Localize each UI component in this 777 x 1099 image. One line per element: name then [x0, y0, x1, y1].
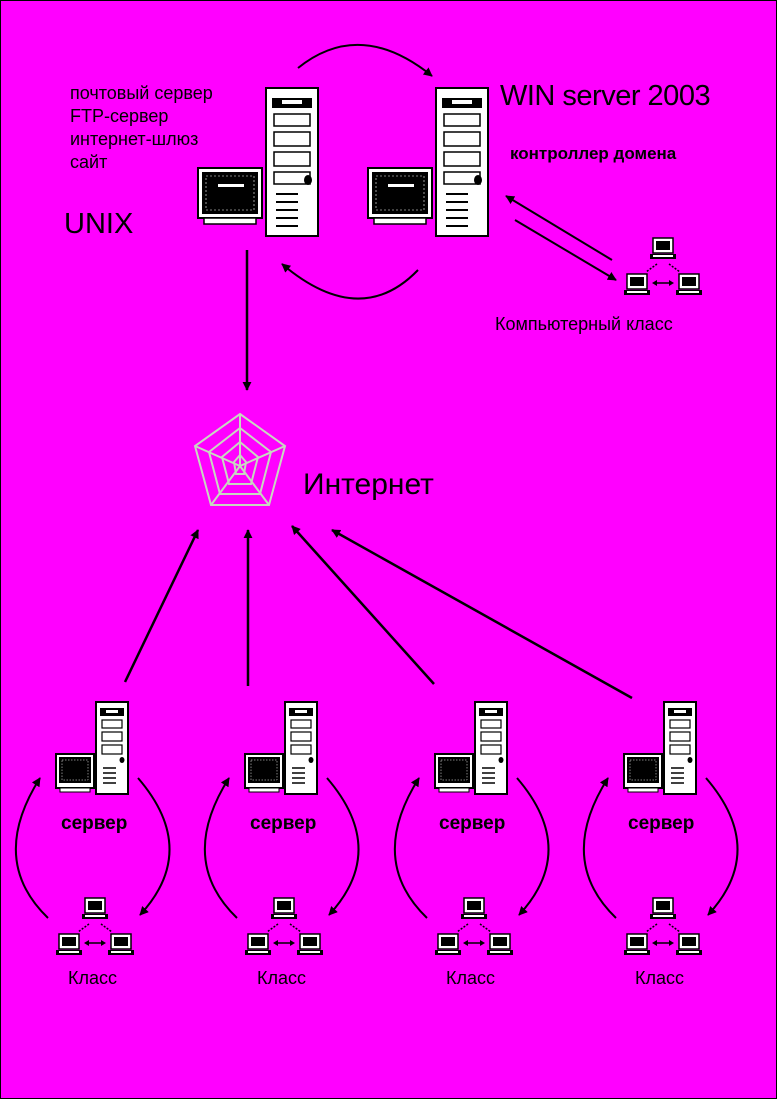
node-1-server-label: сервер — [61, 813, 128, 834]
node-2-server-label: сервер — [250, 813, 317, 834]
node-4-class-label: Класс — [635, 968, 684, 988]
node-4-arc-class-to-server — [582, 777, 617, 919]
node-1-server-icon — [55, 701, 129, 795]
arc-win-to-unix — [281, 263, 419, 300]
node-2-arc-class-to-server — [203, 777, 238, 919]
node-1-class-label: Класс — [68, 968, 117, 988]
node-2-arc-server-to-class — [326, 777, 360, 916]
unix-service-item: почтовый сервер — [70, 83, 213, 103]
node-2-class-label: Класс — [257, 968, 306, 988]
node-3-class-icon — [435, 898, 513, 955]
node-3-arc-class-to-server — [393, 777, 428, 919]
node-2-server-icon — [244, 701, 318, 795]
unix-server-icon — [197, 87, 319, 237]
internet-web-icon — [193, 412, 287, 506]
unix-service-item: сайт — [70, 152, 108, 172]
arrow-lab-to-win — [505, 195, 613, 261]
domain-controller-label: контроллер домена — [510, 144, 677, 163]
node-1-arc-class-to-server — [14, 777, 49, 919]
arc-unix-to-win — [297, 43, 433, 77]
computer-lab-label: Компьютерный класс — [495, 314, 673, 334]
node-4-server-label: сервер — [628, 813, 695, 834]
arrow-node-1-to-internet — [123, 529, 200, 683]
node-3-server-icon — [434, 701, 508, 795]
unix-label: UNIX — [64, 208, 134, 240]
node-4-arc-server-to-class — [705, 777, 739, 916]
node-4-class-icon — [624, 898, 702, 955]
win-server-label: WIN server 2003 — [500, 80, 711, 112]
node-3-class-label: Класс — [446, 968, 495, 988]
unix-service-item: FTP-сервер — [70, 106, 169, 126]
node-3-server-label: сервер — [439, 813, 506, 834]
node-3-arc-server-to-class — [516, 777, 550, 916]
computer-lab-cluster-icon — [624, 238, 702, 295]
arrow-node-4-to-internet — [331, 528, 633, 700]
arrow-win-to-lab — [514, 219, 617, 281]
node-1-arc-server-to-class — [137, 777, 171, 916]
unix-service-item: интернет-шлюз — [70, 129, 199, 149]
node-4-server-icon — [623, 701, 697, 795]
arrow-node-3-to-internet — [291, 525, 435, 685]
node-2-class-icon — [245, 898, 323, 955]
win-server-icon — [367, 87, 489, 237]
node-1-class-icon — [56, 898, 134, 955]
internet-label: Интернет — [303, 468, 434, 501]
unix-services-list: почтовый сервер FTP-сервер интернет-шлюз… — [70, 82, 213, 174]
